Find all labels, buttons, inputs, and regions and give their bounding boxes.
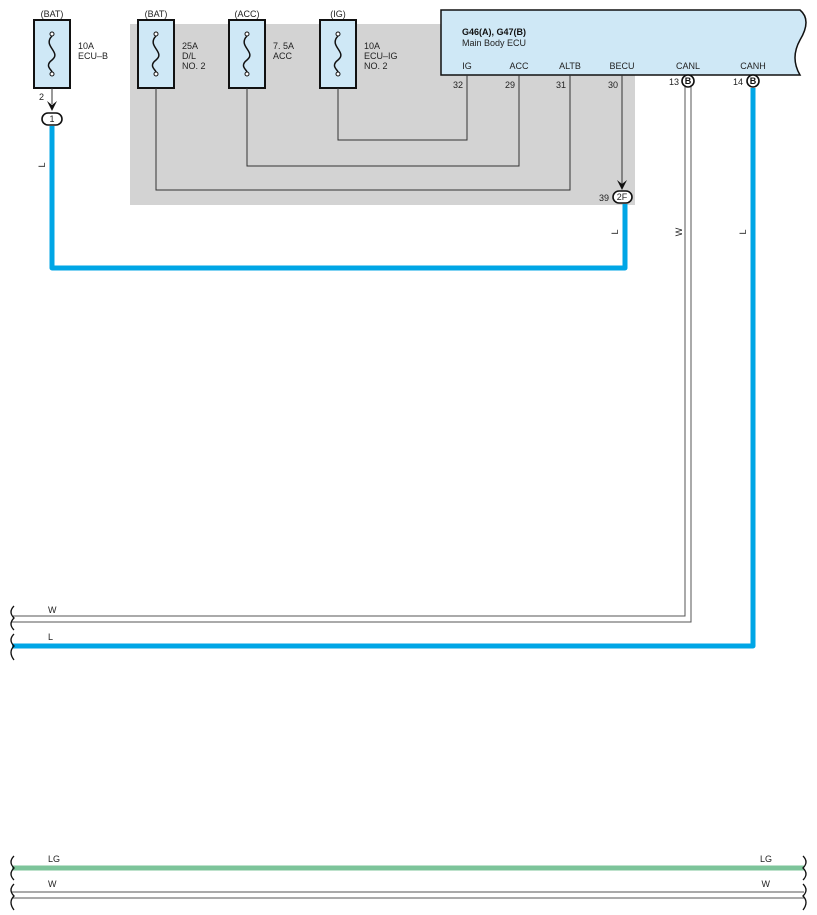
becu-arrow-icon (617, 180, 627, 190)
wire-label-w-bottom-right: W (762, 879, 771, 889)
ecu-pin-number-canl: 13 (669, 77, 679, 87)
fuse-1-source: (BAT) (41, 9, 64, 19)
wire-acc (246, 75, 520, 167)
ecu-pin-name-becu: BECU (609, 61, 634, 71)
wire-w-canl (12, 87, 686, 617)
fuse-3-name: ACC (273, 51, 293, 61)
fuse-2-dl-no2 (137, 19, 175, 89)
wire-label-l-left: L (48, 632, 53, 642)
left-break-bracket-3 (10, 855, 15, 881)
wire-label-l-1: L (37, 162, 47, 167)
ecu-pin-number-canh: 14 (733, 77, 743, 87)
right-break-bracket-1 (802, 855, 807, 881)
fuse-4-ecu-ig-no2 (319, 19, 357, 89)
ecu-pin-number-altb: 31 (556, 80, 566, 90)
fuse-3-source: (ACC) (235, 9, 260, 19)
fuse-4-source: (IG) (330, 9, 346, 19)
ecu-title: G46(A), G47(B) (462, 27, 526, 37)
connector-2f (612, 190, 633, 204)
ecu-pin-name-canl: CANL (676, 61, 700, 71)
wire-label-w-bottom-left: W (48, 879, 57, 889)
connector-2f-label: 2F (617, 192, 628, 202)
ecu-pin-name-altb: ALTB (559, 61, 581, 71)
connector-1 (41, 112, 63, 126)
connector-b-canh (746, 74, 760, 88)
connector-1-arrow-icon (47, 101, 57, 111)
wire-label-w-left: W (48, 605, 57, 615)
fuse-4-name-2: NO. 2 (364, 61, 388, 71)
wire-label-l-2: L (610, 229, 620, 234)
left-break-bracket-1 (10, 605, 15, 631)
connector-1-pin: 2 (39, 92, 44, 102)
ecu-pin-number-becu: 30 (608, 80, 618, 90)
fuse-2-name-2: NO. 2 (182, 61, 206, 71)
ecu-pin-number-acc: 29 (505, 80, 515, 90)
connector-2f-pin: 39 (599, 193, 609, 203)
fuse-1-name: ECU–B (78, 51, 108, 61)
connector-b-canl (681, 74, 695, 88)
left-break-bracket-2 (10, 633, 15, 661)
wire-dl (155, 75, 571, 191)
wire-w-canl-2 (12, 87, 692, 623)
wire-label-lg-right: LG (760, 854, 772, 864)
fuse-2-name: D/L (182, 51, 196, 61)
wire-l-ecu-b (49, 126, 628, 271)
fuse-2-source: (BAT) (145, 9, 168, 19)
wire-l-canh (12, 88, 756, 649)
wire-label-lg-left: LG (48, 854, 60, 864)
ecu-pin-name-canh: CANH (740, 61, 766, 71)
left-break-bracket-4 (10, 883, 15, 911)
ecu-pin-name-acc: ACC (509, 61, 529, 71)
fuse-4-rating: 10A (364, 41, 380, 51)
right-break-bracket-2 (802, 883, 807, 911)
fuse-3-rating: 7. 5A (273, 41, 294, 51)
wire-label-l-canh: L (738, 229, 748, 234)
ecu-subtitle: Main Body ECU (462, 38, 526, 48)
fuse-1-ecu-b (33, 19, 71, 89)
fuse-1-rating: 10A (78, 41, 94, 51)
connector-1-label: 1 (49, 114, 54, 124)
main-body-ecu-box (440, 9, 807, 76)
ecu-pin-name-ig: IG (462, 61, 472, 71)
ecu-pin-number-ig: 32 (453, 80, 463, 90)
wire-ecu-ig (337, 75, 468, 141)
connector-b-canl-label: B (685, 76, 692, 86)
fuse-3-acc (228, 19, 266, 89)
wire-label-w-canl: W (674, 227, 684, 236)
fuse-4-name: ECU–IG (364, 51, 398, 61)
fuse-2-rating: 25A (182, 41, 198, 51)
connector-b-canh-label: B (750, 76, 757, 86)
